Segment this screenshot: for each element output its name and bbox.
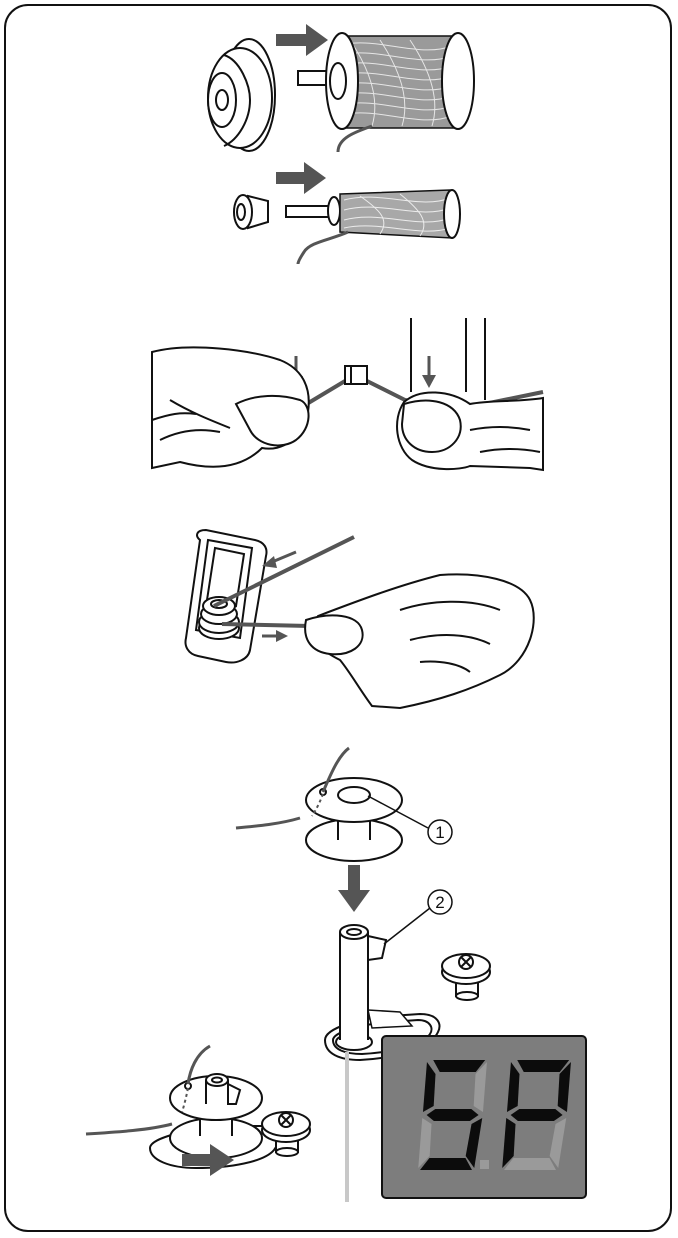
thread-line [222, 624, 310, 626]
spool-pin [286, 206, 332, 217]
led-segment-2-g [511, 1109, 563, 1121]
bobbin-icon [170, 1074, 262, 1158]
bobbin-icon [306, 778, 402, 861]
step-1-large-spool [208, 24, 474, 152]
thread-line [236, 818, 300, 828]
step-6-bobbin-engaged [86, 1046, 310, 1176]
led-display-icon [382, 1036, 586, 1198]
bobbin-winder-stopper-icon [442, 954, 490, 1000]
large-spool-cap-icon [208, 39, 275, 151]
led-segment-1-g [427, 1109, 479, 1121]
callout-label-1: 1 [435, 823, 444, 842]
step-5-bobbin-spindle: 1 2 [236, 748, 490, 1060]
machine-posts [411, 318, 485, 400]
small-spool-cap-icon [234, 195, 268, 229]
left-hand-icon [152, 347, 309, 468]
arrow-right-icon [276, 24, 328, 56]
callout-label-2: 2 [435, 893, 444, 912]
thread-line [86, 1124, 172, 1134]
step-2-small-spool [234, 162, 460, 264]
bobbin-tension-disc-icon [186, 530, 267, 663]
arrow-right-icon [262, 630, 288, 642]
step-4-tension-disc [186, 530, 534, 708]
large-spool-icon [326, 33, 474, 152]
right-hand-icon [397, 392, 543, 470]
led-decimal-point [480, 1160, 489, 1169]
small-spool-icon [298, 190, 460, 264]
arrow-right-icon [276, 162, 326, 194]
arrow-down-icon [338, 865, 370, 912]
callout-leader-2 [384, 908, 430, 944]
hand-icon [305, 574, 534, 708]
thread-guide-icon [345, 366, 367, 384]
step-3-thread-guide [152, 318, 543, 470]
